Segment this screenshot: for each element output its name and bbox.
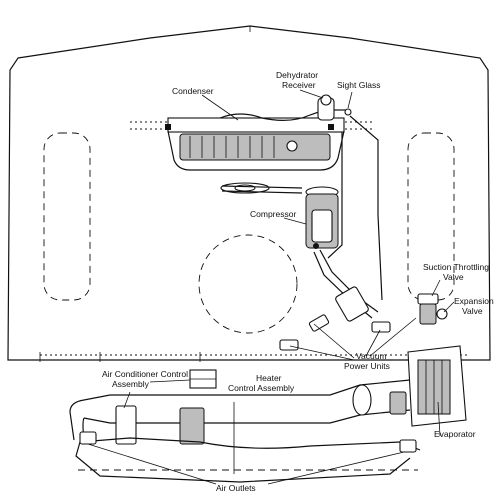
leader-lines [87,89,455,485]
label-air-outlets: Air Outlets [216,483,256,493]
air-duct [69,379,411,441]
compressor [305,186,339,249]
label-compressor: Compressor [250,209,296,219]
label-vacuum-line1: Vacuum [356,351,387,361]
label-suction-line1: Suction Throttling [423,262,489,272]
label-expansion-line1: Expansion [454,296,494,306]
label-heater-line2: Control Assembly [228,383,295,393]
label-sight-glass: Sight Glass [337,80,380,90]
heater-control-assembly [115,405,205,445]
air-outlet-housing [75,431,421,483]
condenser [130,107,372,171]
left-wheel-well [43,132,91,301]
label-heater-line1: Heater [256,373,282,383]
drive-belt [220,182,303,194]
ac-control-assembly [189,369,217,389]
label-evaporator: Evaporator [434,429,476,439]
label-vacuum-line2: Power Units [344,361,390,371]
vacuum-power-units [279,314,391,351]
suction-throttling-valve [417,293,439,325]
label-dehydrator-line1: Dehydrator [276,70,318,80]
firewall [39,352,470,362]
label-expansion-line2: Valve [462,306,483,316]
label-ac-control-line2: Assembly [112,379,150,389]
suction-hose [313,249,379,322]
evaporator [407,345,467,427]
hood-outline [7,25,491,361]
label-dehydrator-line2: Receiver [282,80,316,90]
label-condenser: Condenser [172,86,214,96]
dehydrator-receiver [317,94,352,121]
steering-wheel-outline [198,234,298,334]
label-suction-line2: Valve [443,272,464,282]
refrigerant-lines [327,115,383,301]
label-ac-control-line1: Air Conditioner Control [102,369,188,379]
